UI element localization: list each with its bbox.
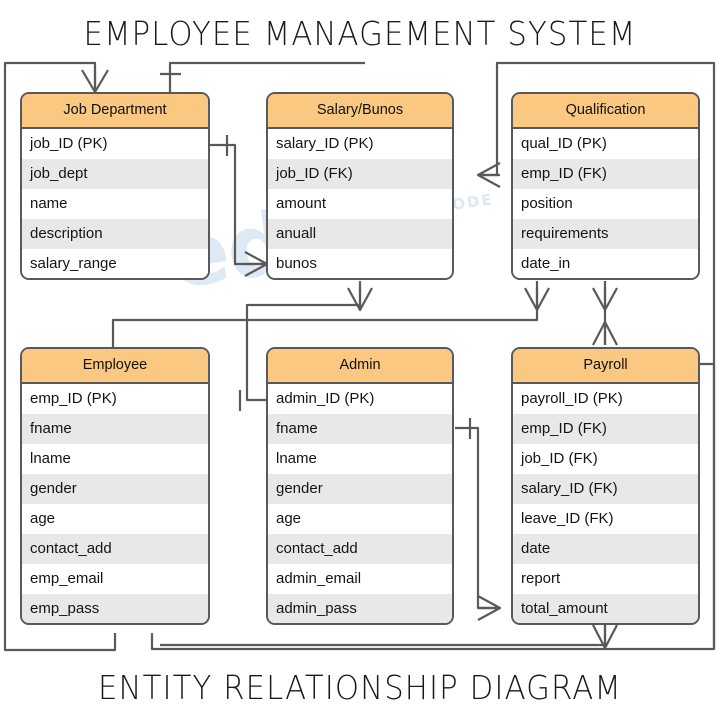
attribute-row: admin_pass — [268, 594, 452, 623]
attribute-row: date_in — [513, 249, 698, 278]
attribute-row: lname — [22, 444, 208, 474]
attribute-row: salary_ID (PK) — [268, 129, 452, 159]
attribute-row: payroll_ID (PK) — [513, 384, 698, 414]
attribute-row: requirements — [513, 219, 698, 249]
entity-title-payroll: Payroll — [513, 349, 698, 384]
entity-title-job-department: Job Department — [22, 94, 208, 129]
entity-title-admin: Admin — [268, 349, 452, 384]
attribute-row: fname — [22, 414, 208, 444]
attribute-row: job_ID (FK) — [513, 444, 698, 474]
attribute-row: contact_add — [22, 534, 208, 564]
attribute-row: bunos — [268, 249, 452, 278]
attribute-row: amount — [268, 189, 452, 219]
link-qualification-employee — [111, 281, 539, 347]
attribute-row: admin_ID (PK) — [268, 384, 452, 414]
link-top-branch — [168, 61, 365, 96]
attribute-row: job_ID (PK) — [22, 129, 208, 159]
attribute-row: leave_ID (FK) — [513, 504, 698, 534]
entity-job-department[interactable]: Job Department job_ID (PK) job_dept name… — [20, 92, 210, 280]
card-many-salarybunos-left — [244, 251, 269, 277]
attribute-row: description — [22, 219, 208, 249]
attribute-row: emp_ID (FK) — [513, 159, 698, 189]
attribute-row: gender — [268, 474, 452, 504]
attribute-row: contact_add — [268, 534, 452, 564]
attribute-row: age — [268, 504, 452, 534]
card-many-qualification-left — [476, 162, 501, 188]
card-many-jobdepartment-top — [81, 69, 109, 94]
attribute-row: job_ID (FK) — [268, 159, 452, 189]
attribute-row: anuall — [268, 219, 452, 249]
card-many-salarybunos-bottom — [347, 287, 373, 312]
card-many-qualification-bottom-right — [592, 287, 618, 312]
attribute-row: job_dept — [22, 159, 208, 189]
link-payroll-right — [700, 362, 716, 649]
attribute-row: gender — [22, 474, 208, 504]
attribute-row: total_amount — [513, 594, 698, 623]
diagram-title-bottom: ENTITY RELATIONSHIP DIAGRAM — [98, 668, 622, 707]
card-many-payroll-bottom — [592, 624, 618, 650]
attribute-row: admin_email — [268, 564, 452, 594]
link-payroll-employee — [160, 625, 607, 647]
link-employee-jobdepartment — [3, 61, 117, 652]
attribute-row: salary_ID (FK) — [513, 474, 698, 504]
link-jobdepartment-salarybunos — [210, 143, 267, 266]
attribute-row: age — [22, 504, 208, 534]
attribute-row: qual_ID (PK) — [513, 129, 698, 159]
entity-title-salary-bunos: Salary/Bunos — [268, 94, 452, 129]
link-admin-payroll — [455, 426, 500, 610]
entity-qualification[interactable]: Qualification qual_ID (PK) emp_ID (FK) p… — [511, 92, 700, 280]
card-many-payroll-left — [477, 595, 502, 621]
attribute-row: lname — [268, 444, 452, 474]
entity-admin[interactable]: Admin admin_ID (PK) fname lname gender a… — [266, 347, 454, 625]
attribute-row: emp_pass — [22, 594, 208, 623]
attribute-row: emp_ID (FK) — [513, 414, 698, 444]
entity-title-employee: Employee — [22, 349, 208, 384]
entity-payroll[interactable]: Payroll payroll_ID (PK) emp_ID (FK) job_… — [511, 347, 700, 625]
attribute-row: position — [513, 189, 698, 219]
diagram-title-top: EMPLOYEE MANAGEMENT SYSTEM — [83, 14, 637, 53]
attribute-row: name — [22, 189, 208, 219]
attribute-row: emp_email — [22, 564, 208, 594]
attribute-row: date — [513, 534, 698, 564]
entity-employee[interactable]: Employee emp_ID (PK) fname lname gender … — [20, 347, 210, 625]
attribute-row: salary_range — [22, 249, 208, 278]
card-many-payroll-top — [592, 320, 618, 346]
attribute-row: report — [513, 564, 698, 594]
entity-title-qualification: Qualification — [513, 94, 698, 129]
entity-salary-bunos[interactable]: Salary/Bunos salary_ID (PK) job_ID (FK) … — [266, 92, 454, 280]
card-many-qualification-bottom-left — [524, 287, 550, 312]
attribute-row: fname — [268, 414, 452, 444]
attribute-row: emp_ID (PK) — [22, 384, 208, 414]
